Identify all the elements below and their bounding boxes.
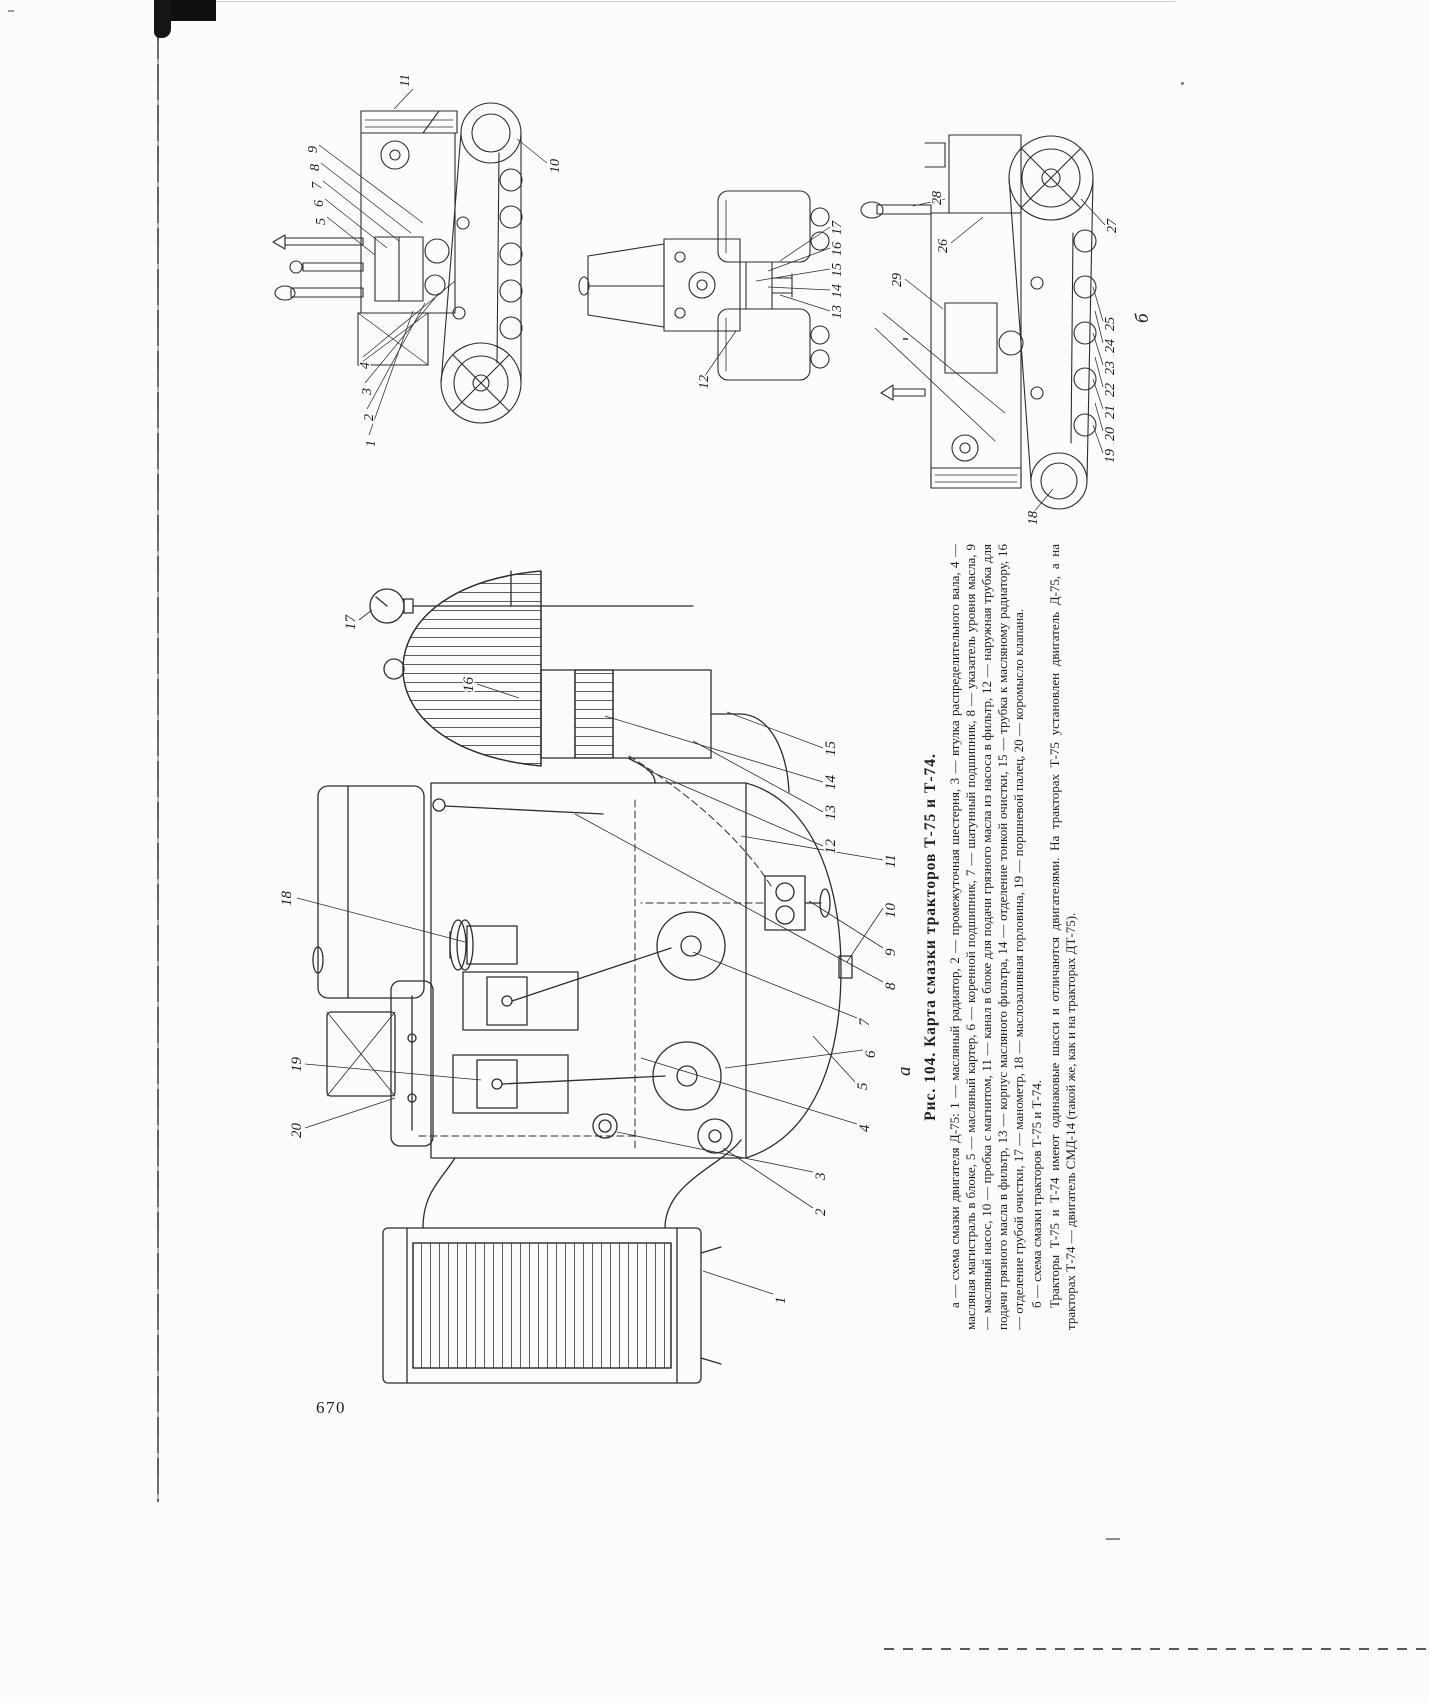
tractor-body-b	[860, 134, 1024, 489]
callout-number: 26	[936, 239, 951, 253]
callout-number: 7	[310, 181, 325, 189]
callout-number: 20	[289, 1123, 305, 1139]
callout-number: 2	[813, 1208, 829, 1216]
scan-gutter-line	[157, 0, 159, 1502]
callout-number: 1	[773, 1297, 789, 1305]
callout-number: 14	[823, 775, 839, 791]
fuel-tank-part	[312, 785, 425, 1097]
callout-number: 6	[863, 1050, 879, 1058]
figure-legend-a: а — схема смазки двигателя Д-75: 1 — мас…	[947, 544, 1026, 1330]
callout-number: 20	[1103, 427, 1118, 441]
page-number: 670	[316, 1398, 346, 1417]
oil-pan-part	[745, 782, 853, 1159]
tractor-side-view-b: 18 19 20 21 22 23 24 25 26 27 28 29	[860, 134, 1122, 527]
oil-filter-part	[369, 570, 790, 793]
callout-number: 8	[308, 164, 323, 171]
callout-number: 9	[883, 948, 899, 956]
callout-number: 12	[697, 375, 712, 389]
callout-number: 10	[548, 159, 563, 173]
oil-radiator-part	[382, 1139, 742, 1384]
callout-number: 13	[830, 305, 845, 319]
callout-number: 15	[823, 741, 839, 757]
callout-number: 10	[883, 903, 899, 919]
callout-number: 3	[360, 388, 375, 396]
callout-number: 16	[461, 677, 477, 693]
callout-number: 5	[314, 218, 329, 225]
callout-number: 8	[883, 982, 899, 990]
callout-number: 18	[279, 891, 295, 907]
scan-speck-3	[1106, 1538, 1120, 1540]
callout-number: 27	[1105, 218, 1120, 233]
callout-number: 12	[823, 839, 839, 855]
figure-title: Рис. 104. Карта смазки тракторов Т-75 и …	[922, 753, 939, 1121]
side-a-callouts: 1 2 3 4 5 6 7 8 9 10 11	[305, 73, 565, 449]
tractor-rear-view: 12 13 14 15 16 17	[578, 190, 847, 391]
callout-number: 19	[289, 1057, 305, 1073]
callout-number: 29	[890, 273, 905, 287]
side-a-leaders	[318, 88, 548, 436]
callout-number: 28	[930, 191, 945, 205]
callout-number: 11	[883, 854, 899, 868]
callout-number: 11	[398, 74, 413, 87]
figure-sublabel-b: б	[1132, 313, 1153, 323]
scan-corner-blob	[154, 0, 171, 38]
rear-fenders	[717, 190, 830, 381]
callout-number: 23	[1103, 361, 1118, 375]
callout-number: 19	[1103, 449, 1118, 463]
figure-sublabel-a: а	[894, 1066, 915, 1077]
scan-bottom-dashes	[884, 1648, 1430, 1650]
callout-number: 4	[857, 1124, 873, 1132]
rear-callouts: 12 13 14 15 16 17	[696, 219, 847, 391]
callout-number: 25	[1103, 317, 1118, 331]
figure-legend-b: б — схема смазки тракторов Т-75 и Т-74.	[1029, 1079, 1044, 1308]
callout-number: 6	[312, 200, 327, 207]
callout-number: 15	[830, 263, 845, 277]
callout-number: 4	[358, 362, 373, 369]
scan-corner-mark	[168, 0, 216, 21]
callout-number: 14	[830, 284, 845, 298]
engine-callout-leaders	[296, 609, 884, 1295]
callout-number: 5	[855, 1082, 871, 1090]
callout-number: 22	[1103, 383, 1118, 397]
callout-number: 9	[306, 146, 321, 153]
callout-number: 17	[830, 220, 845, 235]
figure-caption: Рис. 104. Карта смазки тракторов Т-75 и …	[922, 544, 1081, 1330]
callout-number: 13	[823, 805, 839, 820]
side-b-callouts: 18 19 20 21 22 23 24 25 26 27 28 29	[889, 190, 1122, 527]
engine-callouts: 1 2 3 4 5 6 7 8 9 10 11 12 13 14 15 16 1…	[278, 612, 901, 1306]
rotated-figure-area: 1 2 3 4 5 6 7 8 9 10 11 12 13 14 15 16 1…	[178, 68, 1188, 1408]
callout-number: 2	[362, 414, 377, 421]
rear-body	[578, 238, 793, 332]
tractor-body	[272, 110, 458, 366]
scan-speck-1	[903, 338, 908, 340]
callout-number: 17	[343, 614, 359, 631]
callout-number: 7	[857, 1017, 873, 1026]
scan-speck-2	[1181, 82, 1184, 85]
engine-lubrication-diagram: 1 2 3 4 5 6 7 8 9 10 11 12 13 14 15 16 1…	[278, 570, 901, 1384]
engine-block-part	[390, 755, 772, 1159]
callout-number: 16	[830, 242, 845, 256]
scan-speck-4	[8, 10, 14, 12]
oil-filler-neck-part	[449, 919, 518, 971]
tractor-side-view-a: 1 2 3 4 5 6 7 8 9 10 11	[272, 73, 565, 449]
callout-number: 24	[1103, 339, 1118, 353]
callout-number: 18	[1026, 511, 1041, 525]
track-assembly-b	[1008, 135, 1097, 510]
track-assembly	[440, 102, 523, 424]
rear-leaders	[703, 226, 831, 378]
callout-number: 1	[364, 440, 379, 447]
callout-number: 3	[813, 1173, 829, 1182]
figure-note: Тракторы Т-75 и Т-74 имеют одинаковые ша…	[1047, 544, 1078, 1330]
scan-top-edge-line	[160, 1, 1175, 2]
callout-number: 21	[1103, 405, 1118, 419]
side-b-leaders	[904, 198, 1106, 514]
